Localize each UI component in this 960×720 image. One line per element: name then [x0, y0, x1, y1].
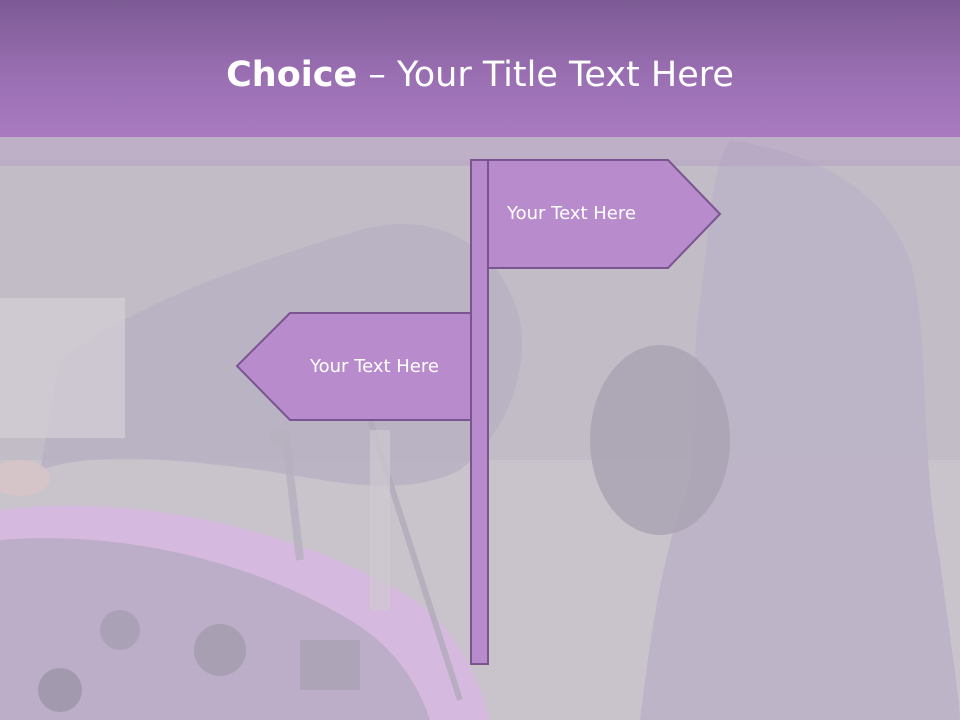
slide-title-bold: Choice — [226, 55, 358, 95]
slide-title: Choice – Your Title Text Here — [0, 52, 960, 98]
slide-title-separator: – — [357, 55, 397, 95]
sign-right-label: Your Text Here — [507, 203, 636, 224]
sign-arrow-left — [235, 312, 472, 421]
sign-left-label: Your Text Here — [310, 356, 439, 377]
signpost-pole — [470, 159, 489, 665]
slide-title-rest: Your Title Text Here — [397, 55, 734, 95]
title-bar — [0, 0, 960, 137]
sign-arrow-right — [487, 159, 722, 269]
